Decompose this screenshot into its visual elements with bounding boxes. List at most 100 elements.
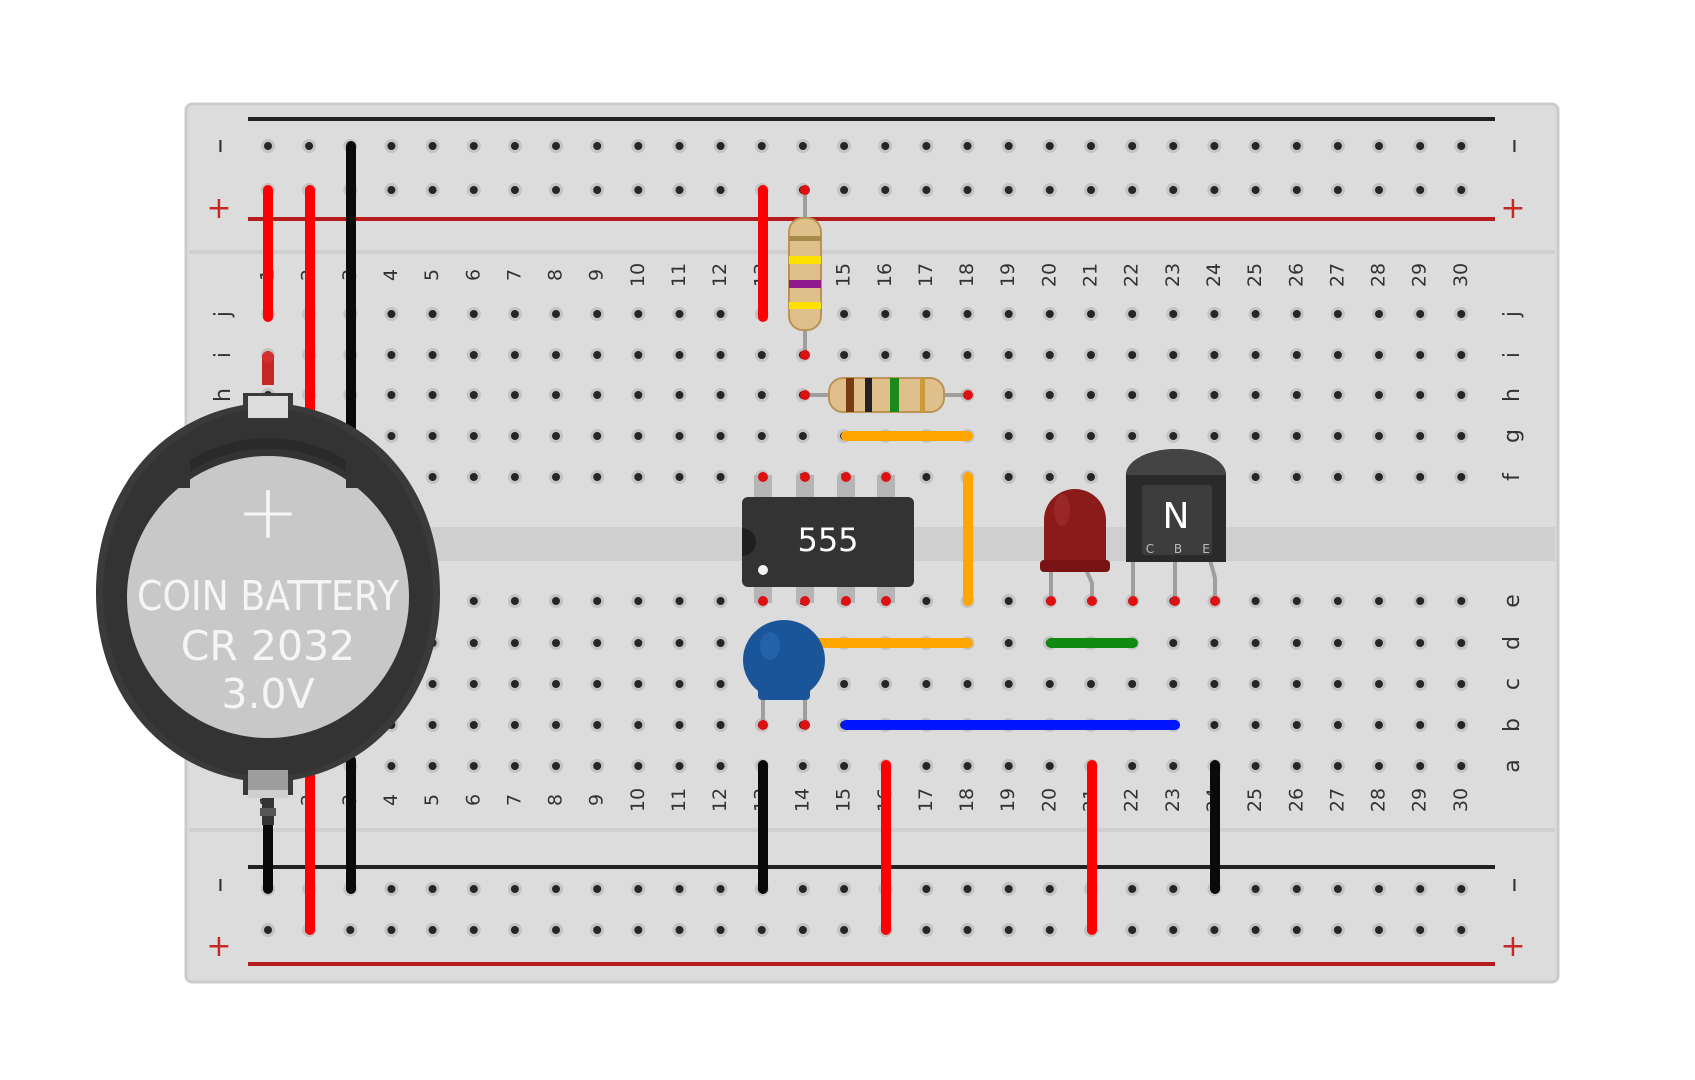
breadboard-hole[interactable]	[672, 636, 687, 650]
breadboard-hole[interactable]	[590, 594, 605, 608]
breadboard-hole[interactable]	[837, 923, 852, 937]
breadboard-hole[interactable]	[1454, 139, 1469, 153]
breadboard-hole[interactable]	[1372, 183, 1386, 197]
breadboard-hole[interactable]	[1330, 882, 1345, 896]
breadboard-hole[interactable]	[919, 923, 934, 937]
breadboard-hole[interactable]	[590, 307, 605, 321]
breadboard-hole[interactable]	[1372, 470, 1386, 484]
breadboard-hole[interactable]	[1289, 388, 1304, 402]
breadboard-hole[interactable]	[837, 307, 852, 321]
breadboard-hole[interactable]	[631, 183, 646, 197]
breadboard-hole[interactable]	[1413, 636, 1428, 650]
breadboard-hole[interactable]	[1207, 923, 1222, 937]
breadboard-hole[interactable]	[919, 183, 934, 197]
breadboard-hole[interactable]	[1207, 429, 1222, 443]
breadboard-hole[interactable]	[466, 759, 481, 773]
breadboard-hole[interactable]	[1248, 882, 1263, 896]
breadboard-hole[interactable]	[1413, 759, 1428, 773]
breadboard-hole[interactable]	[631, 388, 646, 402]
breadboard-hole[interactable]	[672, 139, 687, 153]
breadboard-hole[interactable]	[425, 183, 440, 197]
breadboard-hole[interactable]	[672, 759, 687, 773]
breadboard-hole[interactable]	[878, 183, 893, 197]
breadboard-hole[interactable]	[1454, 677, 1469, 691]
breadboard-hole[interactable]	[1207, 348, 1222, 362]
breadboard-hole[interactable]	[549, 636, 563, 650]
breadboard-hole[interactable]	[919, 139, 934, 153]
breadboard-hole[interactable]	[1289, 594, 1304, 608]
breadboard-hole[interactable]	[590, 759, 605, 773]
breadboard-hole[interactable]	[1330, 139, 1345, 153]
breadboard-hole[interactable]	[1454, 759, 1469, 773]
breadboard-hole[interactable]	[1166, 759, 1181, 773]
breadboard-hole[interactable]	[713, 388, 728, 402]
breadboard-hole[interactable]	[1125, 139, 1140, 153]
breadboard-hole[interactable]	[795, 139, 810, 153]
breadboard-hole[interactable]	[549, 429, 563, 443]
breadboard-hole[interactable]	[590, 470, 605, 484]
breadboard-hole[interactable]	[754, 139, 769, 153]
breadboard-hole[interactable]	[507, 348, 522, 362]
breadboard-hole[interactable]	[1084, 388, 1098, 402]
breadboard-hole[interactable]	[837, 183, 852, 197]
breadboard-hole[interactable]	[384, 183, 399, 197]
breadboard-hole[interactable]	[590, 139, 605, 153]
breadboard-hole[interactable]	[590, 882, 605, 896]
breadboard-hole[interactable]	[1125, 923, 1140, 937]
breadboard-hole[interactable]	[590, 429, 605, 443]
ic-555[interactable]: 555	[742, 472, 914, 606]
breadboard-hole[interactable]	[1084, 677, 1098, 691]
breadboard-hole[interactable]	[507, 183, 522, 197]
breadboard-hole[interactable]	[1372, 388, 1386, 402]
breadboard-hole[interactable]	[960, 677, 975, 691]
breadboard-hole[interactable]	[466, 882, 481, 896]
breadboard-hole[interactable]	[1330, 388, 1345, 402]
resistor-horizontal[interactable]	[800, 377, 973, 413]
breadboard-hole[interactable]	[1207, 183, 1222, 197]
breadboard-hole[interactable]	[1289, 348, 1304, 362]
breadboard-hole[interactable]	[713, 759, 728, 773]
breadboard-hole[interactable]	[261, 139, 275, 153]
breadboard-hole[interactable]	[1248, 594, 1263, 608]
breadboard-hole[interactable]	[960, 923, 975, 937]
breadboard-hole[interactable]	[1166, 139, 1181, 153]
breadboard-hole[interactable]	[1413, 718, 1428, 732]
breadboard-hole[interactable]	[507, 388, 522, 402]
breadboard-hole[interactable]	[1001, 636, 1016, 650]
breadboard-hole[interactable]	[878, 139, 893, 153]
breadboard-hole[interactable]	[1084, 307, 1098, 321]
breadboard-hole[interactable]	[384, 429, 399, 443]
breadboard-hole[interactable]	[1413, 470, 1428, 484]
breadboard-hole[interactable]	[549, 923, 563, 937]
breadboard-hole[interactable]	[384, 348, 399, 362]
breadboard-hole[interactable]	[1084, 183, 1098, 197]
coin-battery[interactable]: + COIN BATTERY CR 2032 3.0V	[96, 351, 440, 825]
breadboard-hole[interactable]	[507, 470, 522, 484]
breadboard-hole[interactable]	[1166, 348, 1181, 362]
breadboard-hole[interactable]	[1289, 636, 1304, 650]
breadboard-hole[interactable]	[1372, 594, 1386, 608]
breadboard-hole[interactable]	[507, 429, 522, 443]
breadboard-hole[interactable]	[1330, 307, 1345, 321]
breadboard-hole[interactable]	[1125, 183, 1140, 197]
breadboard-hole[interactable]	[1454, 183, 1469, 197]
breadboard-hole[interactable]	[1248, 470, 1263, 484]
breadboard-hole[interactable]	[713, 923, 728, 937]
breadboard-hole[interactable]	[466, 388, 481, 402]
breadboard-hole[interactable]	[1372, 139, 1386, 153]
breadboard-hole[interactable]	[1248, 348, 1263, 362]
breadboard-hole[interactable]	[1084, 139, 1098, 153]
breadboard-hole[interactable]	[837, 139, 852, 153]
breadboard-hole[interactable]	[466, 307, 481, 321]
breadboard-hole[interactable]	[878, 307, 893, 321]
breadboard-hole[interactable]	[1413, 307, 1428, 321]
breadboard-hole[interactable]	[1454, 636, 1469, 650]
breadboard-hole[interactable]	[1001, 388, 1016, 402]
breadboard-hole[interactable]	[837, 882, 852, 896]
breadboard-hole[interactable]	[549, 183, 563, 197]
breadboard-hole[interactable]	[960, 183, 975, 197]
breadboard-hole[interactable]	[1372, 677, 1386, 691]
breadboard-hole[interactable]	[1001, 759, 1016, 773]
breadboard-hole[interactable]	[919, 348, 934, 362]
breadboard-hole[interactable]	[631, 677, 646, 691]
